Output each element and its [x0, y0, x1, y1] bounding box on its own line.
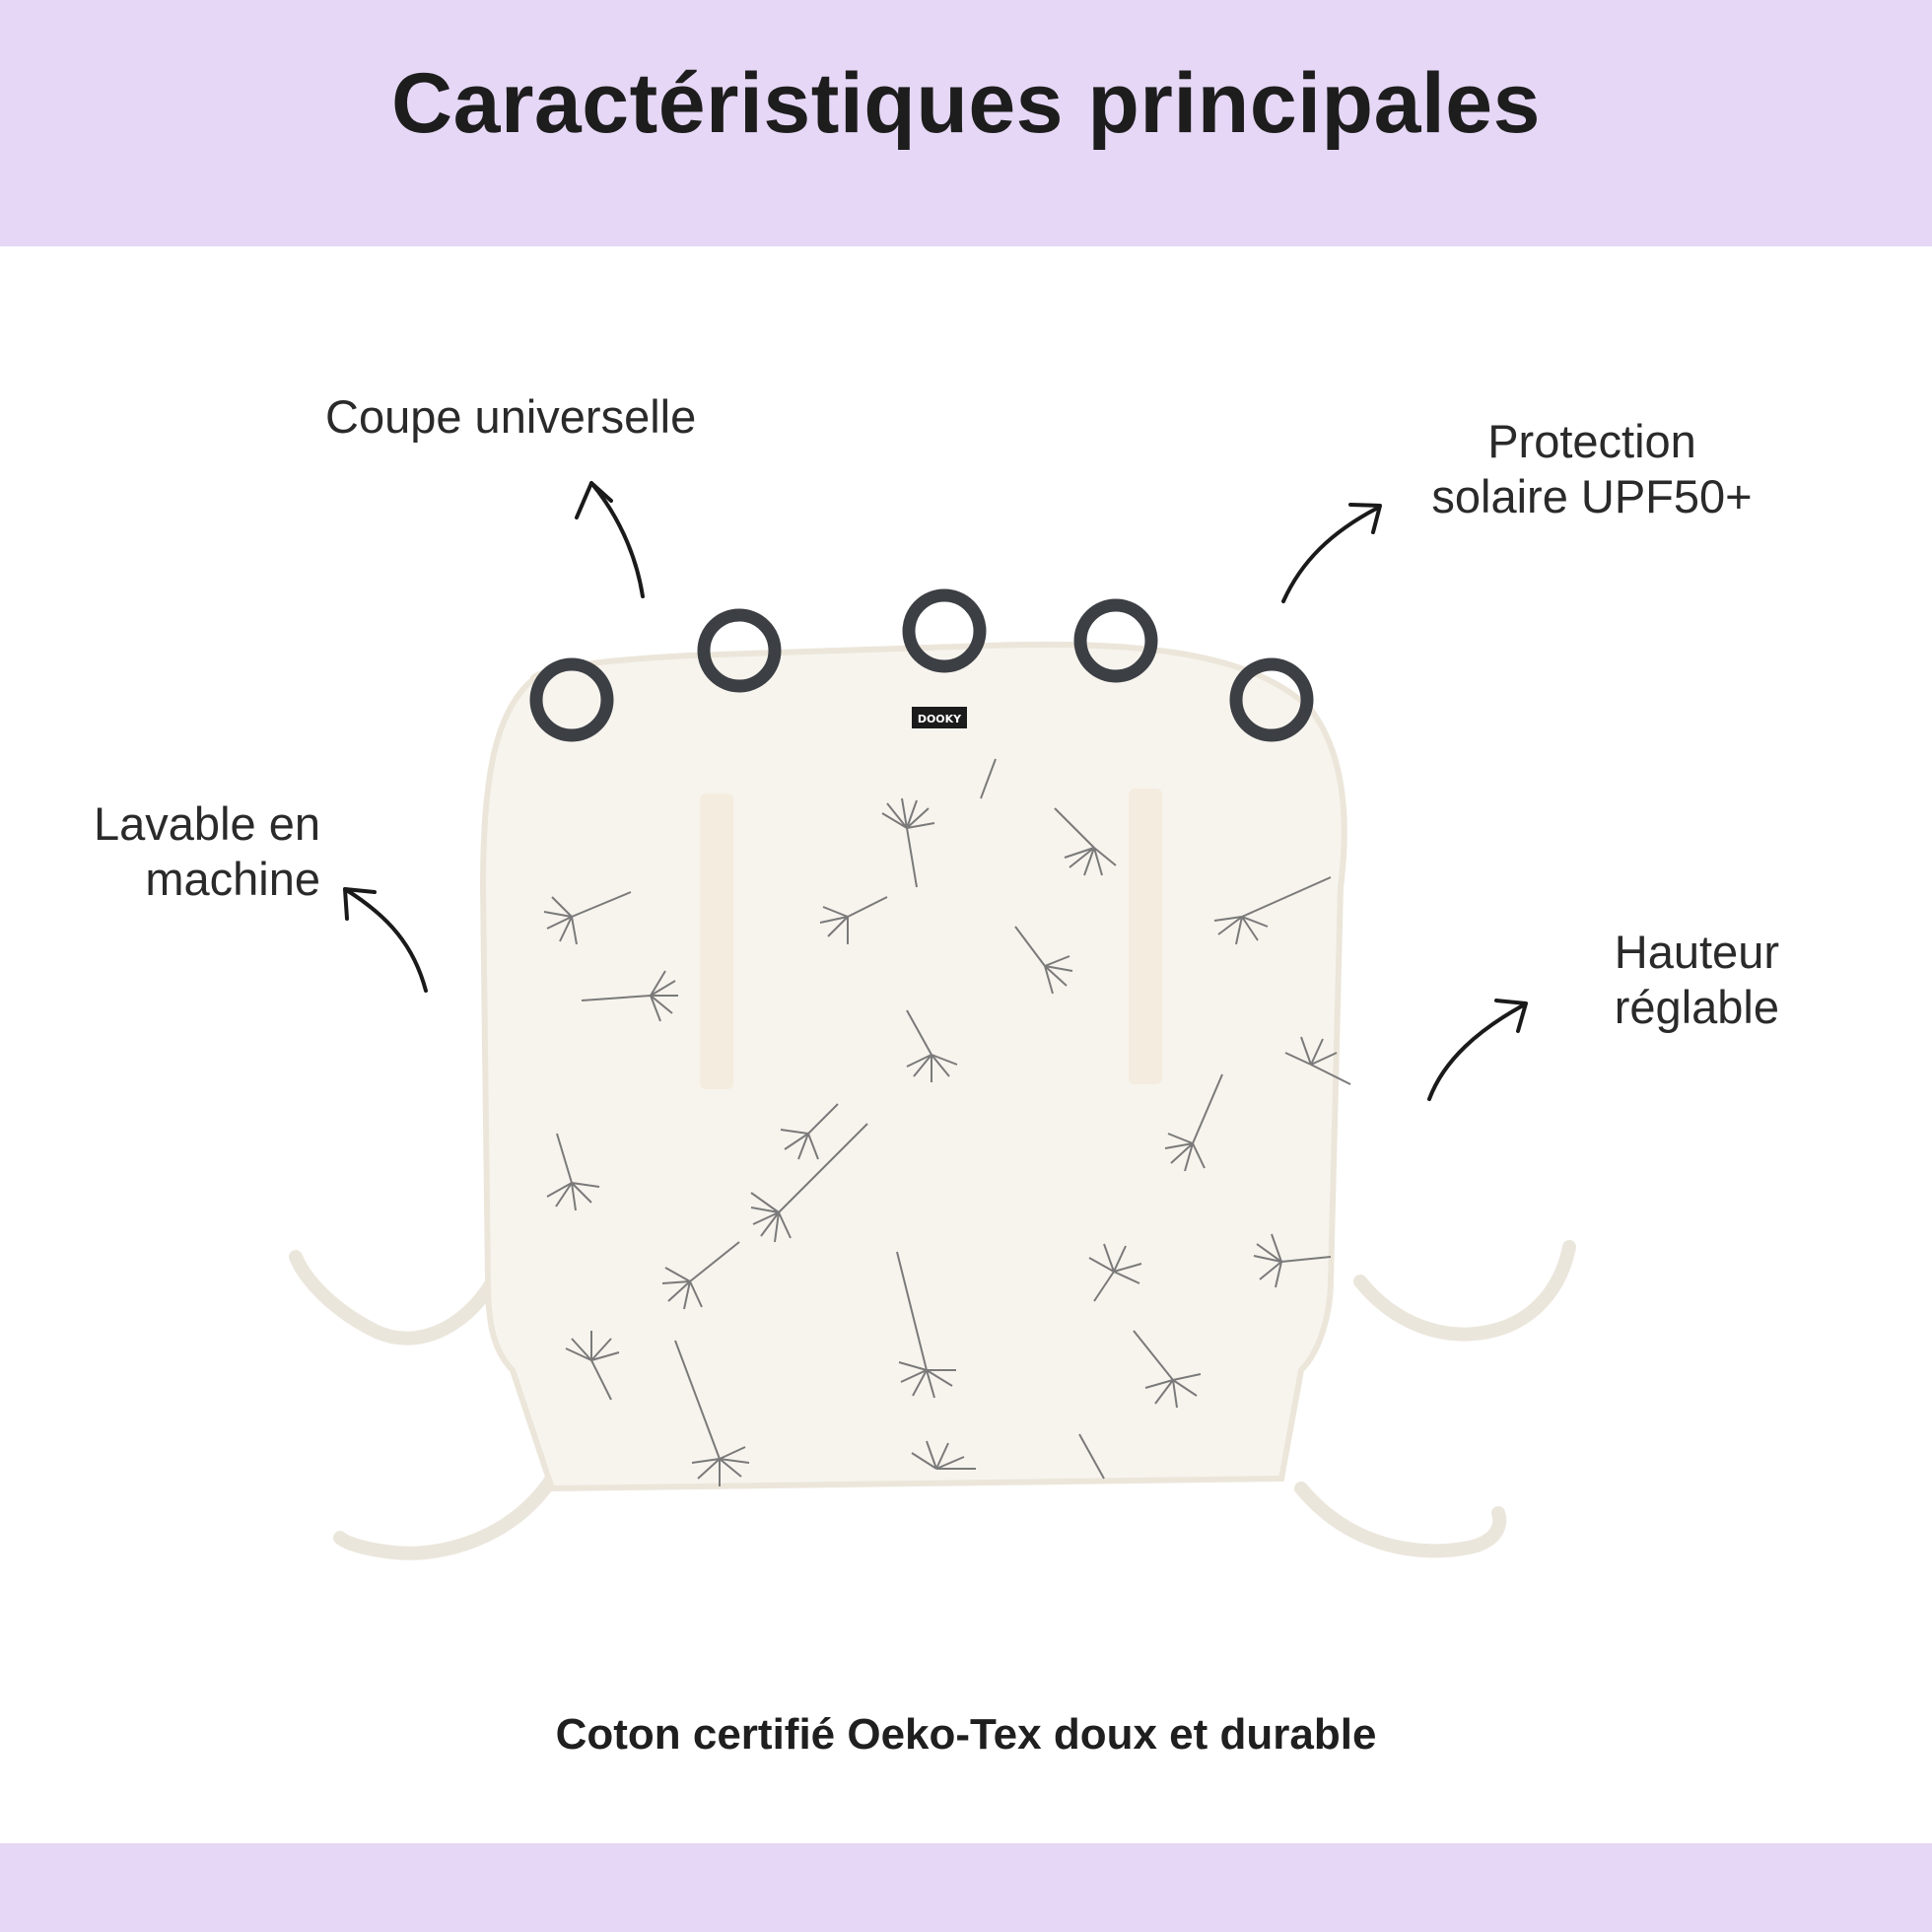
feature-hauteur-line2: réglable: [1614, 981, 1779, 1033]
feature-coupe-universelle: Coupe universelle: [325, 389, 696, 445]
brand-tag: [912, 707, 967, 728]
ring-2: [697, 608, 782, 693]
feature-hauteur-reglable: Hauteur réglable: [1577, 925, 1779, 1035]
strap-right-lower: [1294, 1482, 1507, 1558]
arrow-protection: [1281, 503, 1382, 603]
ring-1: [529, 657, 614, 742]
page-title: Caractéristiques principales: [391, 55, 1541, 151]
feature-protection-line2: solaire UPF50+: [1431, 470, 1753, 522]
arrow-hauteur: [1427, 999, 1528, 1101]
feature-protection-solaire: Protection solaire UPF50+: [1419, 414, 1764, 524]
feature-lavable-en-machine: Lavable en machine: [39, 796, 320, 907]
feature-lavable-line1: Lavable en: [94, 797, 320, 850]
arrow-lavable: [343, 887, 428, 993]
attachment-rings: [529, 588, 1314, 742]
header-band: [0, 0, 1932, 246]
ring-3: [902, 588, 987, 673]
strap-left-upper: [289, 1250, 500, 1346]
velcro-strap-left: [700, 794, 733, 1089]
bottom-caption: Coton certifié Oeko-Tex doux et durable: [555, 1710, 1377, 1759]
footer-band: [0, 1843, 1932, 1932]
strap-right-upper: [1353, 1240, 1576, 1342]
feature-coupe-line1: Coupe universelle: [325, 390, 697, 443]
brand-tag-text: DOOKY: [918, 713, 962, 725]
arrow-coupe: [575, 481, 645, 598]
ring-4: [1073, 598, 1158, 683]
feature-protection-line1: Protection: [1487, 415, 1696, 467]
dandelion-pattern: [543, 758, 1351, 1486]
ring-5: [1229, 657, 1314, 742]
velcro-strap-right: [1129, 789, 1162, 1084]
feature-lavable-line2: machine: [145, 853, 320, 905]
feature-hauteur-line1: Hauteur: [1614, 926, 1779, 978]
sunshade-fabric: [479, 641, 1347, 1492]
strap-left-lower: [333, 1472, 559, 1560]
